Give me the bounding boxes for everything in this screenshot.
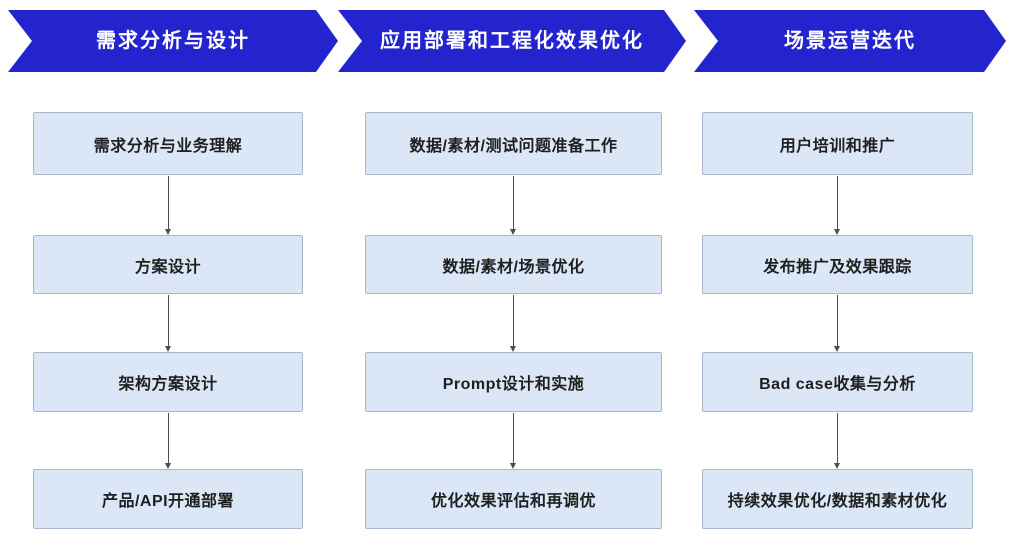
flow-box: 发布推广及效果跟踪 — [702, 235, 973, 294]
flow-box: 持续效果优化/数据和素材优化 — [702, 469, 973, 529]
stage-title: 需求分析与设计 — [96, 29, 250, 52]
flow-box: 优化效果评估和再调优 — [365, 469, 662, 529]
down-arrow-icon — [834, 176, 840, 235]
flow-box: 架构方案设计 — [33, 352, 303, 412]
flow-box: 方案设计 — [33, 235, 303, 294]
flow-box: 用户培训和推广 — [702, 112, 973, 175]
stage-banner-requirements: 需求分析与设计 — [8, 10, 338, 72]
stage-title: 应用部署和工程化效果优化 — [380, 29, 644, 52]
down-arrow-icon — [510, 295, 516, 352]
stage-banner-deployment: 应用部署和工程化效果优化 — [338, 10, 686, 72]
flow-box: 数据/素材/场景优化 — [365, 235, 662, 294]
down-arrow-icon — [510, 176, 516, 235]
stage-banner-operation: 场景运营迭代 — [694, 10, 1006, 72]
flow-box: Prompt设计和实施 — [365, 352, 662, 412]
down-arrow-icon — [510, 413, 516, 469]
down-arrow-icon — [164, 176, 171, 235]
stage-title: 场景运营迭代 — [784, 29, 916, 52]
flow-box: 需求分析与业务理解 — [33, 112, 303, 175]
down-arrow-icon — [164, 413, 171, 469]
flow-box: Bad case收集与分析 — [702, 352, 973, 412]
down-arrow-icon — [834, 295, 840, 352]
down-arrow-icon — [164, 295, 171, 352]
flow-box: 数据/素材/测试问题准备工作 — [365, 112, 662, 175]
down-arrow-icon — [834, 413, 840, 469]
flow-box: 产品/API开通部署 — [33, 469, 303, 529]
